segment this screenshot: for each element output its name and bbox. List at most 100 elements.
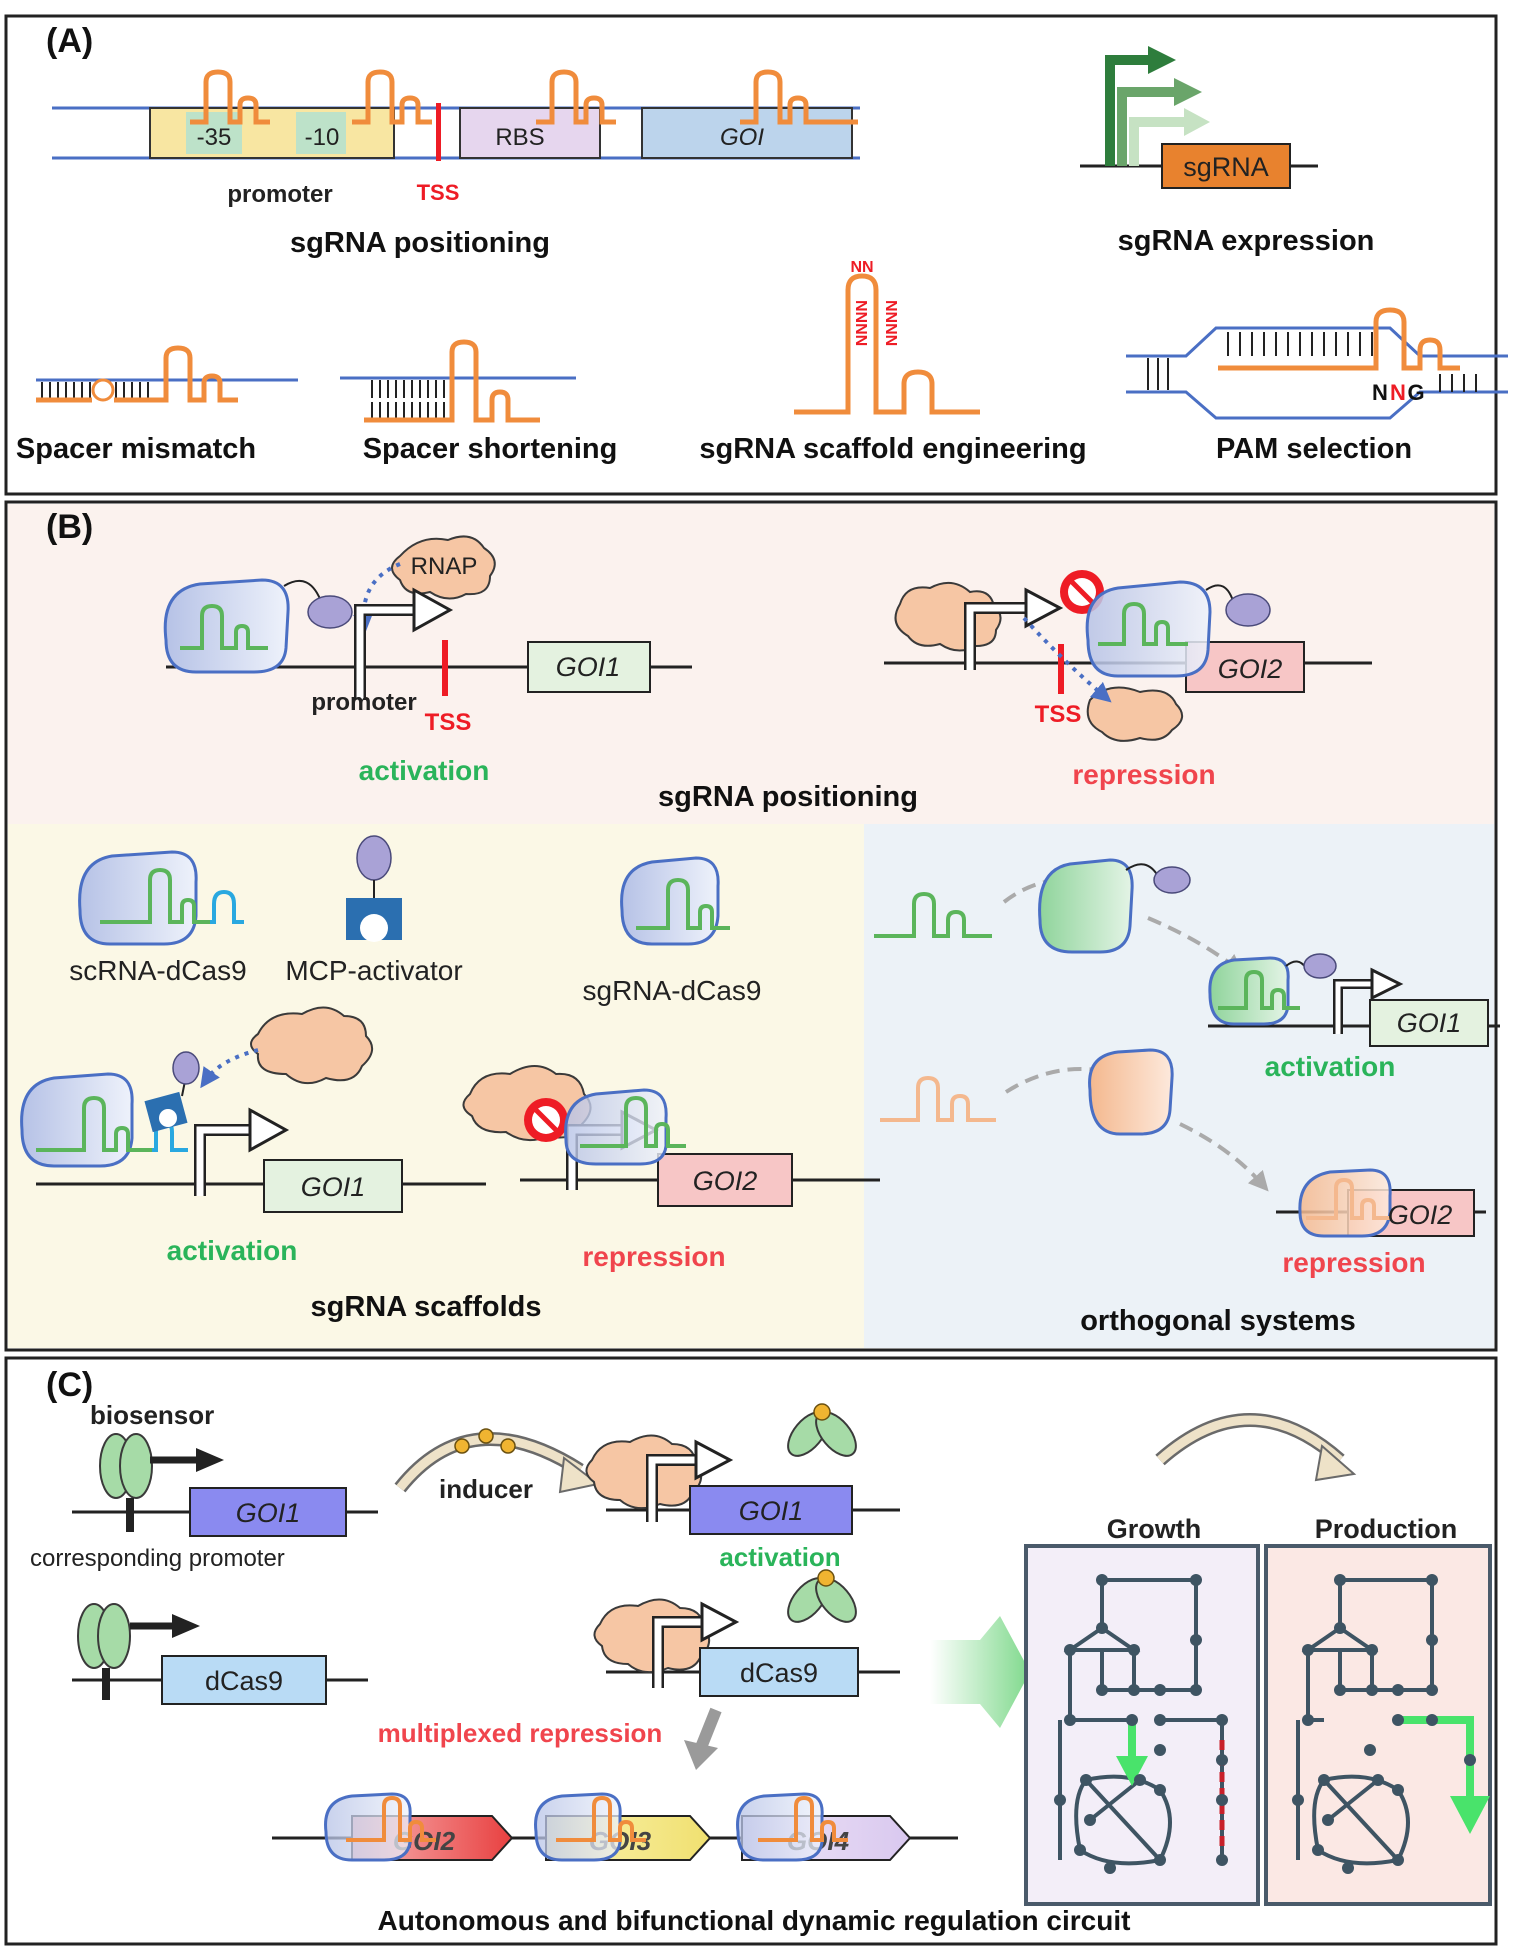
- pam-letter-2: N: [1390, 380, 1406, 405]
- minus10-label: -10: [305, 124, 340, 151]
- scaffold-letters-left: NNNN: [852, 300, 869, 346]
- scrna-dcas9-icon: scRNA-dCas9: [69, 850, 247, 986]
- tss-label-b1: TSS: [425, 709, 472, 736]
- spacer-mismatch: Spacer mismatch: [16, 345, 298, 465]
- promoter-label-b: promoter: [311, 689, 416, 716]
- goi2-box-b2: [657, 1153, 793, 1207]
- panel-b: (B) RNAP GOI1 promoter TSS activation: [4, 500, 1500, 1352]
- orthogonal-repression: GOI2 repression: [880, 1048, 1486, 1278]
- tss-caption: TSS: [417, 180, 460, 205]
- caption-positioning-b: sgRNA positioning: [658, 781, 918, 813]
- pam-selection: N N G PAM selection: [1126, 307, 1508, 465]
- sgrna-set: [190, 69, 858, 125]
- goi1-box-b3: [1369, 999, 1489, 1047]
- sgrna-dcas9-icon: sgRNA-dCas9: [583, 856, 762, 1006]
- dcas9-box-c1: [161, 1655, 327, 1705]
- spacer-shortening: Spacer shortening: [340, 339, 618, 465]
- rnap-label: RNAP: [411, 553, 478, 580]
- biosensor-goi1: biosensor GOI1 corresponding promoter: [30, 1400, 378, 1572]
- promoter-caption: promoter: [227, 181, 332, 208]
- pam-letter-3: G: [1407, 380, 1424, 405]
- sgrna-dcas9-label: sgRNA-dCas9: [583, 975, 762, 1006]
- dcas9-box-c2: [699, 1647, 859, 1697]
- mcp-label: MCP-activator: [285, 955, 462, 986]
- goi2-label-b3: GOI2: [1388, 1200, 1453, 1230]
- biosensor-dcas9: dCas9: [72, 1603, 368, 1705]
- block-icon: [1070, 580, 1094, 604]
- activation-label-b2: activation: [167, 1235, 298, 1266]
- caption-scaffolds: sgRNA scaffolds: [311, 1291, 542, 1323]
- goi2-label-b1: GOI2: [1218, 654, 1283, 684]
- orthogonal-activation: GOI1 activation: [874, 858, 1500, 1082]
- activation-label-c: activation: [719, 1542, 840, 1572]
- inducer-step: inducer: [394, 1428, 601, 1504]
- mcp-activator-icon: MCP-activator: [285, 835, 463, 986]
- scrna-label: scRNA-dCas9: [69, 955, 246, 986]
- scaffold-letters-right: NNNN: [882, 300, 899, 346]
- caption-orthogonal: orthogonal systems: [1080, 1305, 1356, 1337]
- goi1-label-c2: GOI1: [739, 1496, 804, 1526]
- dcas9-label-c1: dCas9: [205, 1666, 283, 1696]
- growth-flux-arrow: [1116, 1756, 1148, 1786]
- rnap-cloud-blocked: [894, 581, 1002, 652]
- positioning-repression: GOI2 TSS repression: [884, 570, 1372, 790]
- caption-spacer-shortening: Spacer shortening: [363, 433, 618, 465]
- growth-label: Growth: [1107, 1514, 1202, 1544]
- activation-label-b1: activation: [359, 755, 490, 786]
- caption-pam-selection: PAM selection: [1216, 433, 1412, 465]
- tss-label-b2: TSS: [1035, 701, 1082, 728]
- production-flux-arrow: [1450, 1796, 1490, 1834]
- caption-spacer-mismatch: Spacer mismatch: [16, 433, 256, 465]
- goi2-label-b2: GOI2: [693, 1166, 758, 1196]
- pam-letter-1: N: [1372, 380, 1388, 405]
- growth-production: Growth Production: [1024, 1413, 1492, 1906]
- goi1-box-c1: [189, 1487, 347, 1537]
- rnap-cloud: [391, 535, 496, 600]
- goi1-box-b2: [263, 1159, 403, 1213]
- tss-marker-b1: [442, 640, 448, 696]
- repression-label-b3: repression: [1282, 1247, 1425, 1278]
- transition-arrow: [930, 1616, 1030, 1728]
- induced-dcas9: dCas9: [593, 1569, 900, 1770]
- scaffold-activation: GOI1 activation: [20, 1006, 486, 1266]
- repression-label-b2: repression: [582, 1241, 725, 1272]
- production-label: Production: [1315, 1514, 1458, 1544]
- sgrna-expression: sgRNA sgRNA expression: [1080, 46, 1374, 257]
- minus35-label: -35: [197, 124, 232, 151]
- panel-a-label: (A): [46, 22, 93, 60]
- dcas9-label-c2: dCas9: [740, 1658, 818, 1688]
- positioning-activation: RNAP GOI1 promoter TSS activation: [163, 535, 692, 786]
- caption-panel-c: Autonomous and bifunctional dynamic regu…: [378, 1905, 1131, 1936]
- rbs-label: RBS: [495, 124, 544, 151]
- promoter-construct: -35 -10 RBS GOI promoter TSS sgRNA posit…: [52, 69, 860, 259]
- goi1-label-b3: GOI1: [1397, 1008, 1462, 1038]
- panel-c-label: (C): [46, 1366, 93, 1404]
- biosensor-label: biosensor: [90, 1400, 214, 1430]
- tss-marker: [436, 103, 441, 161]
- panel-b-label: (B): [46, 508, 93, 546]
- corresponding-promoter-label: corresponding promoter: [30, 1545, 285, 1572]
- rnap-cloud-displaced: [1086, 686, 1183, 742]
- scaffold-letters-top: NN: [850, 259, 873, 276]
- induced-goi1: GOI1 activation: [585, 1403, 900, 1572]
- goi1-box-c2: [689, 1485, 853, 1535]
- goi-box: [641, 107, 853, 159]
- goi1-label-b1: GOI1: [556, 652, 621, 682]
- inducer-label: inducer: [439, 1474, 533, 1504]
- caption-scaffold-engineering: sgRNA scaffold engineering: [699, 433, 1086, 465]
- goi-label: GOI: [720, 124, 764, 151]
- goi1-box-b1: [527, 641, 651, 693]
- multiplexed-repression-label: multiplexed repression: [378, 1718, 663, 1748]
- goi1-label-c1: GOI1: [236, 1498, 301, 1528]
- sgrna-box: [1161, 143, 1291, 189]
- activation-label-b3: activation: [1265, 1051, 1396, 1082]
- sgrna-box-label: sgRNA: [1183, 152, 1269, 182]
- block-icon-b2: [534, 1108, 558, 1132]
- scaffold-repression: GOI2 repression: [462, 1065, 880, 1272]
- caption-sgrna-expression: sgRNA expression: [1118, 225, 1375, 257]
- production-network-panel: [1264, 1544, 1492, 1906]
- caption-sgrna-positioning: sgRNA positioning: [290, 227, 550, 259]
- activator-cloud: [250, 1006, 373, 1085]
- multiplexed-targets: GOI2 GOI3 GOI4: [272, 1792, 958, 1862]
